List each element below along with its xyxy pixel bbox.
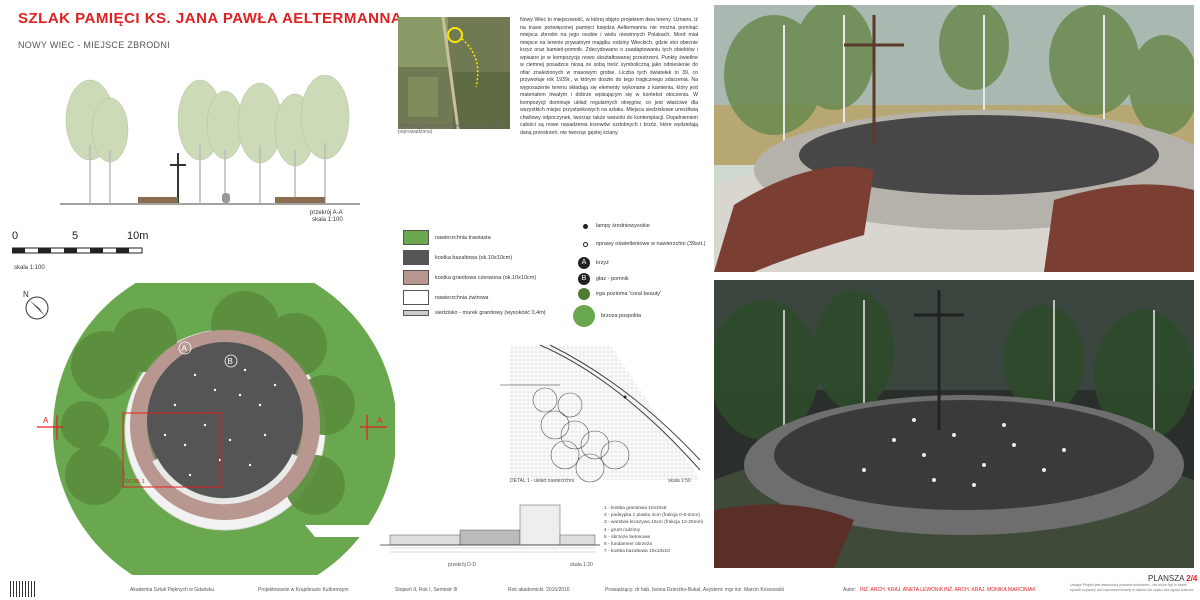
legend-tree: brzoza pospolita [573, 305, 641, 327]
cross-icon [844, 15, 904, 145]
footer-program: Projektowanie w Krajobrazie Kulturowym [258, 587, 349, 593]
layer-item: 3 - warstwa kruszywa 15cm (frakcja 12-20… [604, 520, 704, 526]
cut-line-right [360, 415, 387, 440]
basalt-plaza [147, 342, 303, 498]
detail-caption: DETAL 1 - układ nawierzchni [510, 478, 574, 484]
svg-text:DETAL 1: DETAL 1 [125, 479, 145, 485]
layer-item: 6 - fundament obrzeża [604, 541, 652, 547]
layer-item: 2 - podsypka z piasku 4cm (frakcja 0-5-2… [604, 513, 700, 519]
layer-item: 7 - kostka bazaltowa 10x10x10 [604, 549, 670, 555]
tree-icon [573, 305, 595, 327]
svg-text:N: N [23, 290, 29, 299]
swatch-grass [403, 230, 429, 245]
legend-label: irga pozioma 'coral beauty' [596, 291, 662, 297]
legend-label: kostka granitowa czerwona (ok.10x10cm) [435, 274, 537, 281]
section-aa-scale: skala 1:100 [311, 217, 343, 224]
legend-ground-lights: oprawy oświetleniowe w nawierzchni (39sz… [578, 241, 708, 247]
legend-stone: B głaz - pomnik [578, 273, 629, 285]
section-dd-drawing [380, 504, 600, 553]
project-description: Nowy Wiec to miejscowość, w której objęt… [520, 17, 698, 136]
marker-a: A [178, 341, 192, 355]
detail-frame [122, 412, 222, 488]
layer-item: 5 - obrzeże betonowe [604, 534, 651, 540]
legend-basalt: kostka bazaltowa (ok.10x10cm) [403, 250, 512, 265]
ring-icon [583, 241, 588, 247]
section-aa-drawing [60, 75, 360, 205]
dot-icon [583, 223, 588, 229]
legend-label: siedzisko - murek granitowy (wysokość 0,… [435, 310, 546, 316]
detail-1-drawing [500, 344, 701, 483]
svg-text:A: A [182, 344, 188, 353]
scalebar-graphic [12, 247, 143, 254]
page-subtitle: NOWY WIEC - MIEJSCE ZBRODNI [18, 40, 170, 50]
footer-author-1: INŻ. ARCH. KRAJ. ANETA LEWONIK [860, 587, 944, 593]
day-render [714, 5, 1194, 272]
footer-year: Rok akademicki: 2015/2016 [508, 587, 570, 593]
svg-text:B: B [228, 357, 233, 366]
copyright-note: Uwaga! Projekt jest własnością prawami a… [1070, 583, 1194, 592]
footer-degree: Stopień II, Rok I, Semestr III [395, 587, 458, 593]
legend-label: nawierzchnia trawiasta [435, 234, 491, 241]
cross-icon [170, 153, 186, 203]
legend-label: głaz - pomnik [596, 276, 629, 282]
legend-label: lampy średniowysokie [596, 223, 650, 229]
marker-b: B [224, 354, 238, 368]
swatch-basalt [403, 250, 429, 265]
shrub-icon [578, 288, 590, 300]
legend-label: oprawy oświetleniowe w nawierzchni (39sz… [596, 241, 706, 247]
footer-authors-label: Autor: [843, 587, 857, 593]
legend-gravel: nawierzchnia żwirowa [403, 290, 489, 305]
footer-author-2: INŻ. ARCH. KRAJ. MONIKA MARCINIAK [944, 587, 1036, 593]
sheet-num: 2/4 [1186, 574, 1198, 583]
sheet-label: PLANSZA [1148, 574, 1185, 583]
marker-a-icon: A [578, 257, 590, 269]
legend-label: nawierzchnia żwirowa [435, 294, 489, 301]
footer-school: Akademia Sztuk Pięknych w Gdańsku [130, 587, 215, 593]
sheet-number: PLANSZA 2/4 [1148, 574, 1197, 583]
legend-label: krzyż [596, 260, 609, 266]
scalebar-tick-5: 5 [72, 230, 79, 242]
night-render [714, 280, 1194, 568]
swatch-seat [403, 310, 429, 316]
footer-supervisors: Prowadzący: dr hab. Iwona Dzierżko-Bukal… [605, 587, 784, 593]
legend-grass: nawierzchnia trawiasta [403, 230, 491, 245]
plan-scale: skala 1:100 [14, 265, 45, 271]
logo-icon [10, 581, 35, 597]
aerial-photo [398, 17, 510, 129]
svg-text:A: A [377, 416, 383, 425]
section-dd-scale: skala 1:20 [570, 562, 593, 568]
scalebar-tick-0: 0 [12, 230, 19, 242]
swatch-gravel [403, 290, 429, 305]
section-dd-layers: 1 - kostka granitowa 10x10x8 2 - podsypk… [604, 505, 703, 555]
layer-item: 4 - grunt rodzimy [604, 527, 640, 533]
legend-label: kostka bazaltowa (ok.10x10cm) [435, 254, 513, 261]
cut-line-left [37, 415, 63, 440]
north-arrow-icon: N [23, 290, 49, 320]
marker-b-icon: B [578, 273, 590, 285]
legend-granite: kostka granitowa czerwona (ok.10x10cm) [403, 270, 536, 285]
cross-icon [914, 290, 964, 430]
section-aa-label: przekrój A-A skala 1:100 [310, 210, 343, 224]
page-title: SZLAK PAMIĘCI KS. JANA PAWŁA AELTERMANNA [18, 10, 403, 27]
detail-scale: skala 1:50 [668, 478, 691, 484]
section-dd-label: przekrój D-D [448, 562, 477, 568]
layer-item: 1 - kostka granitowa 10x10x8 [604, 506, 667, 511]
aerial-caption: lokalizacja miejsca i planowany dostęp (… [398, 123, 504, 135]
legend-lamps: lampy średniowysokie [578, 223, 650, 229]
legend-cross: A krzyż [578, 257, 609, 269]
legend: nawierzchnia trawiasta kostka bazaltowa … [403, 223, 705, 345]
section-aa-title: przekrój A-A [310, 210, 343, 216]
svg-text:A: A [43, 416, 49, 425]
site-plan: N A B DETAL 1 A A [15, 275, 395, 575]
legend-shrub: irga pozioma 'coral beauty' [578, 288, 661, 300]
scalebar-tick-10: 10m [127, 230, 149, 242]
swatch-granite [403, 270, 429, 285]
legend-label: brzoza pospolita [601, 313, 642, 319]
footer: Akademia Sztuk Pięknych w Gdańsku Projek… [0, 578, 1200, 600]
location-marker-icon [447, 27, 463, 43]
legend-seat: siedzisko - murek granitowy (wysokość 0,… [403, 310, 546, 316]
